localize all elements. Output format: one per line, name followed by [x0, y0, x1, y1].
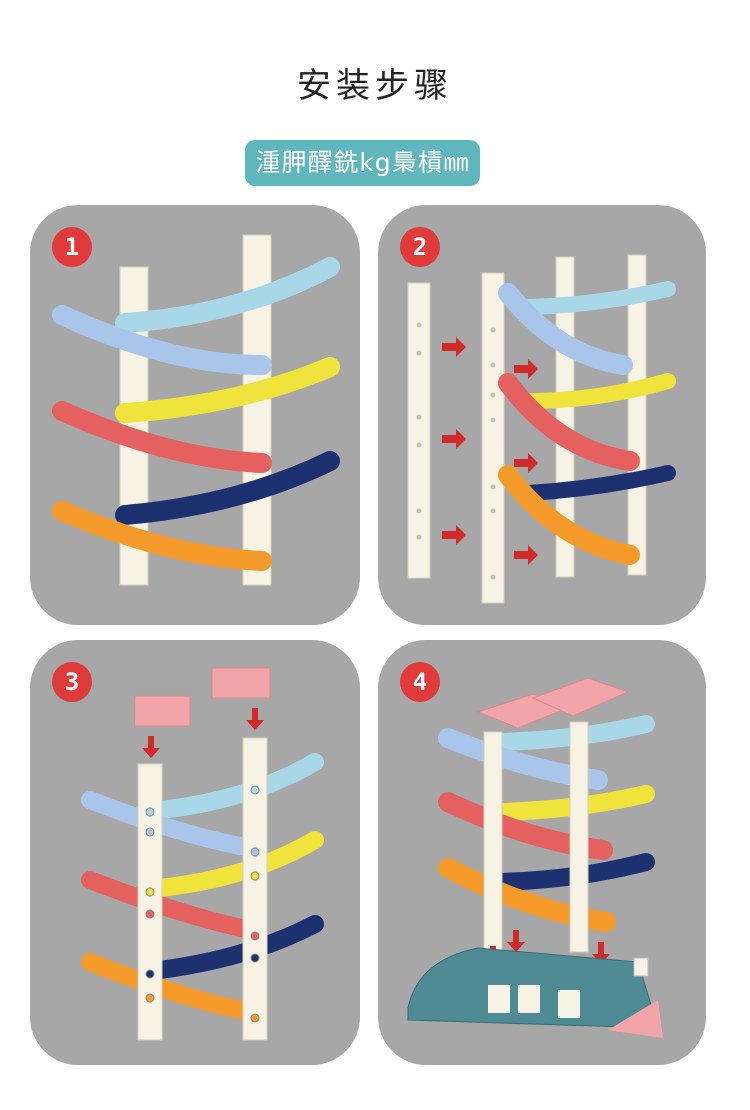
page-title: 安装步骤 [297, 66, 453, 106]
step-2-panel: 2 [378, 205, 706, 625]
step-2-badge: 2 [400, 227, 440, 267]
step-4-illustration [407, 677, 663, 1038]
step-3-illustration [81, 667, 324, 1041]
step-4-panel: 4 [378, 640, 706, 1065]
step-1-badge: 1 [52, 227, 92, 267]
step-1-panel: 1 [30, 205, 360, 625]
step-2-illustration [407, 254, 676, 604]
subtitle-banner: 湩胛醳銑kg梟樍㎜ [245, 140, 480, 186]
step-3-badge: 3 [52, 662, 92, 702]
step-1-illustration [52, 234, 340, 586]
step-4-badge: 4 [400, 662, 440, 702]
step-3-panel: 3 [30, 640, 360, 1065]
